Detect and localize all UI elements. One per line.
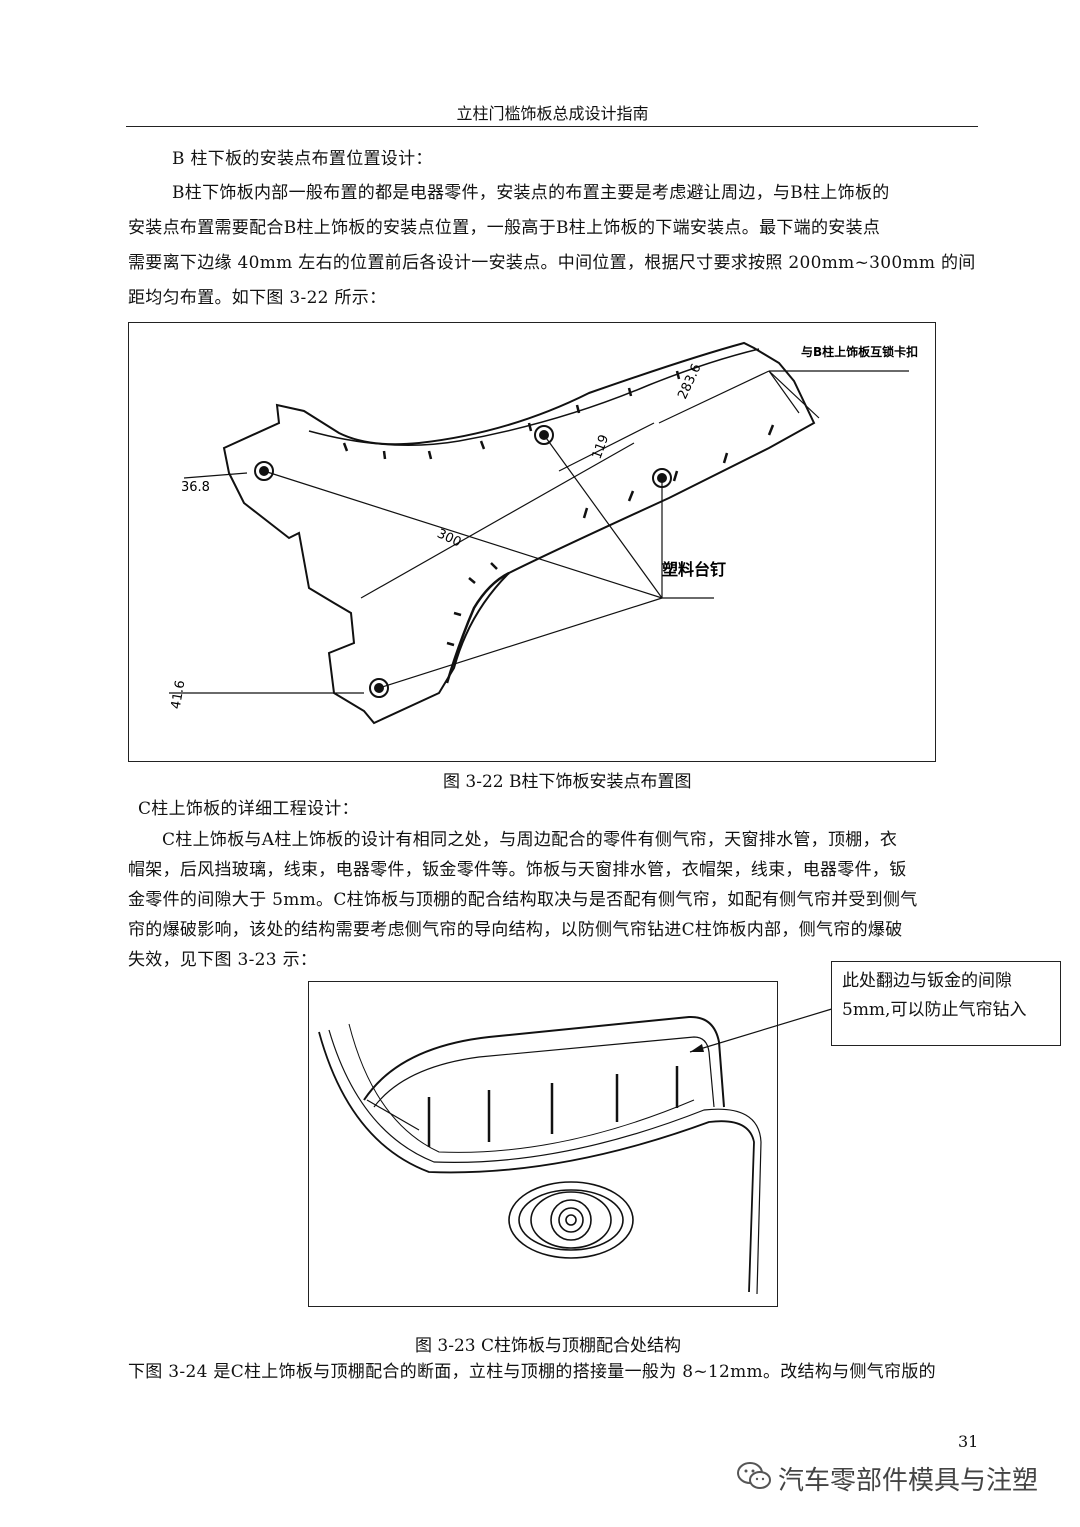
- section-2-heading: C柱上饰板的详细工程设计：: [138, 799, 359, 819]
- header-title: 立柱门槛饰板总成设计指南: [456, 104, 649, 123]
- figure-3-22-caption: 图 3-22 B柱下饰板安装点布置图: [443, 772, 692, 792]
- section-2-line-2: 帽架，后风挡玻璃，线束，电器零件，钣金零件等。饰板与天窗排水管，衣帽架，线束，电…: [128, 860, 907, 880]
- dim-long: 300: [435, 526, 464, 550]
- section-2-line-4: 帘的爆破影响，该处的结构需要考虑侧气帘的导向结构，以防侧气帘钻进C柱饰板内部，侧…: [128, 920, 903, 940]
- dimension-lines: [169, 370, 909, 694]
- c-pillar-outline: [318, 1015, 762, 1295]
- dim-top-left: 36.8: [181, 480, 210, 495]
- c-pillar-drawing: [318, 1015, 762, 1295]
- clip-boss: [508, 1181, 634, 1259]
- figure-3-22: 36.8 41.6 300 119 283.6 与B柱上饰板互锁卡扣 塑料台钉: [128, 322, 936, 762]
- dim-bottom-left: 41.6: [169, 679, 189, 710]
- rib-marks: [342, 370, 775, 647]
- callout-line-2: 5mm,可以防止气帘钻入: [842, 1000, 1027, 1020]
- page-number: 31: [958, 1432, 979, 1451]
- section-1-line-2: 安装点布置需要配合B柱上饰板的安装点位置，一般高于B柱上饰板的下端安装点。最下端…: [128, 218, 881, 238]
- mounting-bosses: [254, 425, 672, 698]
- watermark-text: 汽车零部件模具与注塑: [778, 1466, 1039, 1496]
- section-1-line-4: 距均匀布置。如下图 3-22 所示：: [128, 288, 387, 308]
- callout-leader: [689, 1007, 836, 1053]
- callout-boss: 塑料台钉: [662, 560, 726, 579]
- section-2-line-1: C柱上饰板与A柱上饰板的设计有相同之处，与周边配合的零件有侧气帘，天窗排水管，顶…: [162, 830, 898, 850]
- section-2-line-5: 失效，见下图 3-23 示：: [128, 950, 318, 970]
- section-3-line-1: 下图 3-24 是C柱上饰板与顶棚配合的断面，立柱与顶棚的搭接量一般为 8~12…: [128, 1362, 936, 1382]
- panel-inner-edge: [308, 348, 760, 446]
- b-pillar-drawing: 36.8 41.6 300 119 283.6 与B柱上饰板互锁卡扣 塑料台钉: [169, 341, 918, 725]
- wechat-icon: [737, 1462, 771, 1489]
- callout-line-1: 此处翻边与钣金的间隙: [842, 971, 1012, 991]
- figure-3-23-callout: 此处翻边与钣金的间隙 5mm,可以防止气帘钻入: [831, 961, 1061, 1046]
- flange-ribs: [427, 1066, 679, 1147]
- section-1-heading: B 柱下板的安装点布置位置设计：: [172, 149, 433, 169]
- figure-3-23: [308, 981, 778, 1307]
- callout-clip: 与B柱上饰板互锁卡扣: [801, 344, 918, 359]
- section-1-line-1: B柱下饰板内部一般布置的都是电器零件，安装点的布置主要是考虑避让周边，与B柱上饰…: [172, 183, 890, 203]
- section-2-line-3: 金零件的间隙大于 5mm。C柱饰板与顶棚的配合结构取决与是否配有侧气帘，如配有侧…: [128, 890, 918, 910]
- header-rule: [126, 126, 978, 127]
- figure-3-23-caption: 图 3-23 C柱饰板与顶棚配合处结构: [415, 1336, 682, 1356]
- section-1-line-3: 需要离下边缘 40mm 左右的位置前后各设计一安装点。中间位置，根据尺寸要求按照…: [128, 253, 976, 273]
- dim-upper: 283.6: [675, 362, 704, 402]
- panel-outline: [222, 341, 816, 725]
